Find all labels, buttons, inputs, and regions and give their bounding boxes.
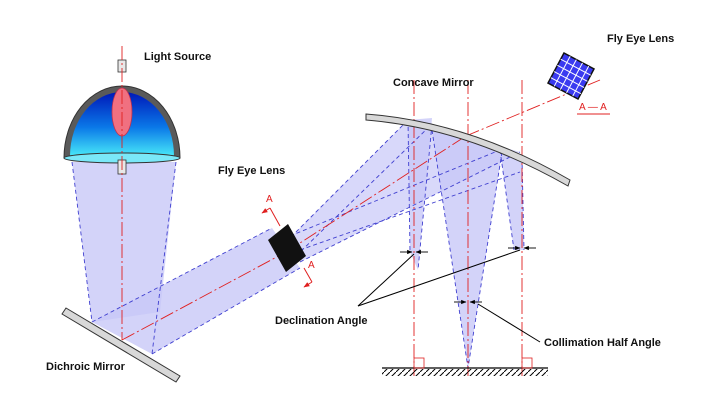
label-dichroic-mirror: Dichroic Mirror: [46, 361, 126, 373]
label-concave-mirror: Concave Mirror: [393, 77, 474, 89]
section-marker-lower: A: [308, 260, 315, 271]
concave-mirror: [365, 113, 571, 187]
section-marker-upper: A: [266, 194, 273, 205]
light-beams: [72, 118, 524, 368]
section-cut-line-upper: [269, 207, 281, 227]
right-angle-mark-right: [521, 357, 533, 369]
label-collimation-half-angle: Collimation Half Angle: [544, 337, 661, 349]
angle-markers: [400, 245, 536, 305]
beam-dichroic-to-lens: [92, 228, 300, 354]
label-fly-eye-lens-mid: Fly Eye Lens: [218, 165, 285, 177]
fly-eye-lens-body: [268, 224, 306, 272]
beam-collimated-right: [500, 150, 524, 250]
section-arrow-lower: [303, 281, 313, 288]
label-declination-angle: Declination Angle: [275, 315, 368, 327]
ground-plane: [382, 357, 548, 376]
leader-lines: [357, 249, 541, 343]
fly-eye-lens-section: [546, 51, 596, 101]
label-light-source: Light Source: [144, 51, 211, 63]
label-fly-eye-lens-top: Fly Eye Lens: [607, 33, 674, 45]
dichroic-mirror: [61, 307, 181, 383]
right-angle-mark-left: [413, 357, 425, 369]
fly-eye-lens-middle: [261, 207, 313, 288]
section-view-label: A — A: [579, 102, 607, 113]
beam-lamp-to-dichroic: [72, 162, 176, 322]
beam-collimated-center: [432, 130, 502, 368]
section-cut-line-lower: [303, 267, 313, 283]
section-arrow-upper: [261, 207, 271, 214]
